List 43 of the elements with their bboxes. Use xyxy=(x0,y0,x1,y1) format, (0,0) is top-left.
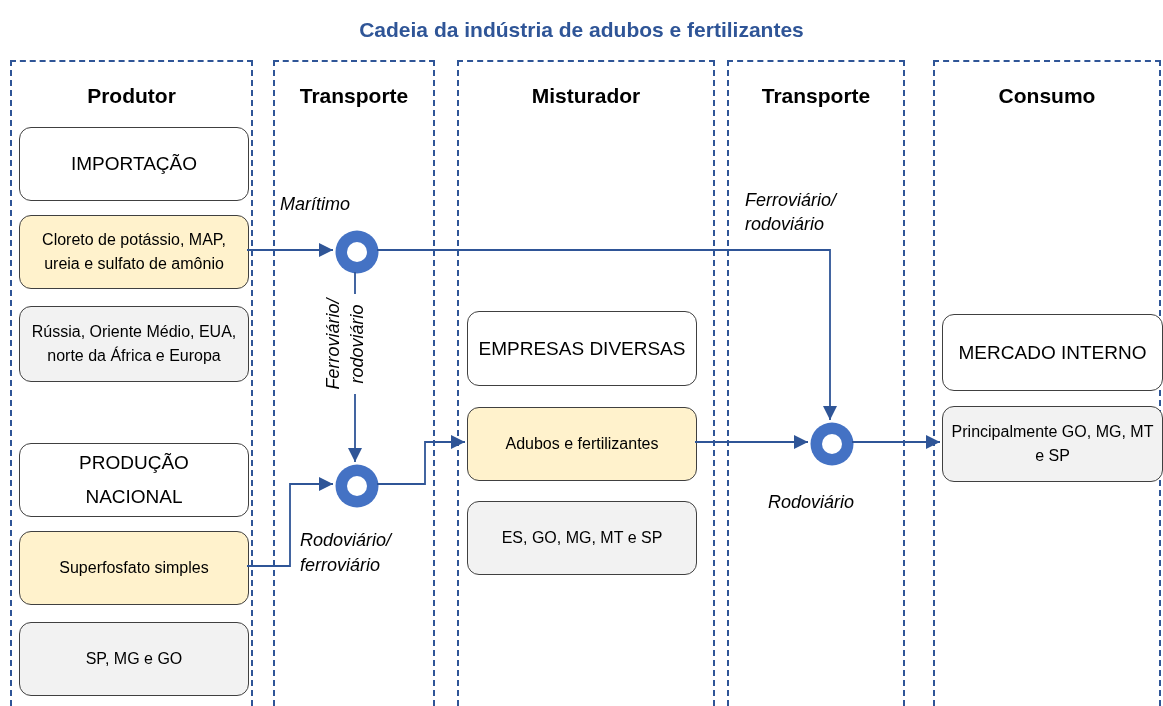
arrow xyxy=(246,242,334,258)
process-box xyxy=(467,311,697,386)
column-band xyxy=(457,60,715,706)
box-text: MERCADO INTERNO xyxy=(958,340,1147,365)
box-text: Cloreto de potássio, MAP, ureia e sulfato de amônio xyxy=(41,230,227,274)
process-box xyxy=(19,443,249,517)
mode-label: Rodoviário xyxy=(768,491,856,514)
column-heading: Produtor xyxy=(86,83,177,109)
process-box xyxy=(467,501,697,575)
process-box xyxy=(19,127,249,201)
process-box xyxy=(19,531,249,605)
column-heading: Misturador xyxy=(530,83,642,109)
arrow xyxy=(246,476,334,567)
process-box xyxy=(942,314,1163,391)
ring-node xyxy=(335,464,379,508)
process-box xyxy=(942,406,1163,482)
arrow xyxy=(694,434,809,450)
mode-label: Rodoviário/ ferroviário xyxy=(300,529,394,577)
process-box xyxy=(19,306,249,382)
box-text: SP, MG e GO xyxy=(85,649,183,669)
arrow xyxy=(851,434,941,450)
column-heading: Transporte xyxy=(298,83,410,109)
mode-label: Marítimo xyxy=(280,193,351,216)
process-box xyxy=(19,215,249,289)
box-text: ES, GO, MG, MT e SP xyxy=(501,528,663,548)
column-band xyxy=(10,60,253,706)
process-box xyxy=(467,407,697,481)
box-text: Adubos e fertilizantes xyxy=(505,434,659,454)
box-text: Principalmente GO, MG, MT e SP xyxy=(951,422,1154,466)
box-text: IMPORTAÇÃO xyxy=(71,152,197,176)
column-heading: Consumo xyxy=(997,83,1097,109)
column-band xyxy=(933,60,1161,706)
box-text: Superfosfato simples xyxy=(59,558,209,578)
box-text: EMPRESAS DIVERSAS xyxy=(478,336,686,361)
ring-node xyxy=(335,230,379,274)
ring-node xyxy=(810,422,854,466)
box-text: PRODUÇÃO NACIONAL xyxy=(78,451,190,509)
column-heading: Transporte xyxy=(760,83,872,109)
process-box xyxy=(19,622,249,696)
box-text: Rússia, Oriente Médio, EUA, norte da África e Europa xyxy=(30,322,238,366)
arrow xyxy=(376,249,838,421)
arrow xyxy=(376,434,466,485)
diagram-title: Cadeia da indústria de adubos e fertilizantes xyxy=(358,17,805,43)
